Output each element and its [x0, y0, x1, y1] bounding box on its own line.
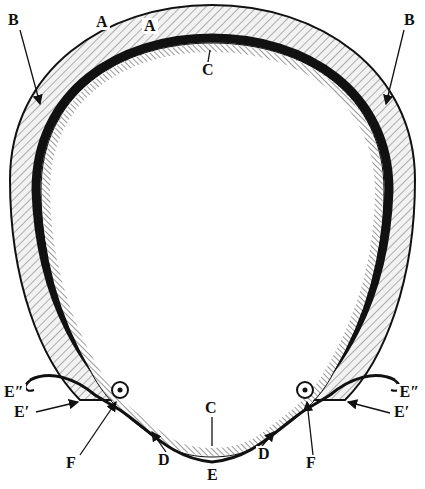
- part-letter: C: [203, 400, 219, 416]
- part-letter: F: [64, 455, 78, 471]
- part-letter: B: [6, 12, 21, 28]
- part-letter: D: [156, 452, 172, 468]
- part-letter: E′: [12, 404, 31, 420]
- part-letter: E: [205, 467, 220, 483]
- part-letter: E″: [2, 384, 26, 400]
- part-letter: D: [256, 446, 272, 462]
- part-letter: E′: [392, 404, 411, 420]
- part-letter: A: [142, 18, 158, 34]
- part-letter: F: [304, 455, 318, 471]
- part-letter: E″: [397, 384, 421, 400]
- part-letter: C: [200, 62, 216, 78]
- part-letter: B: [402, 12, 417, 28]
- part-letter: A: [94, 14, 110, 30]
